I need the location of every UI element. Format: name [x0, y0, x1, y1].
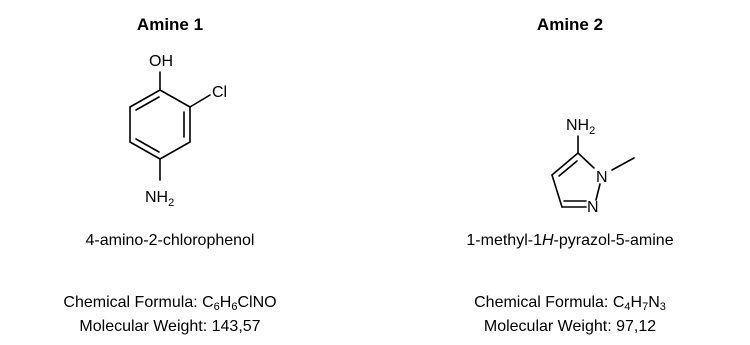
ring-bond-bottom-left — [129, 141, 161, 160]
name-prefix: 1-methyl-1 — [466, 232, 542, 249]
ring-bond-bottom-right — [159, 141, 191, 160]
amine-2-molecular-weight: Molecular Weight: 97,12 — [483, 318, 657, 335]
oh-label: OH — [149, 53, 173, 70]
formula-h-count: 7 — [642, 301, 649, 313]
ring-bond-c3-c4 — [551, 174, 563, 208]
amine-1-structure: OH Cl NH2 — [40, 40, 300, 225]
formula-c-count: 6 — [213, 301, 220, 313]
amine-1-panel: Amine 1 OH Cl NH2 4-amino-2-chlorophenol… — [40, 0, 300, 345]
amine-2-structure-svg: NH2 N N — [551, 117, 635, 216]
amine-2-structure: NH2 N N — [400, 40, 740, 225]
formula-h-count: 6 — [231, 301, 238, 313]
ring-bond-top-left — [129, 89, 161, 108]
formula-label: Chemical Formula: — [474, 294, 613, 311]
formula-n: N — [648, 294, 660, 311]
formula-label: Chemical Formula: — [63, 294, 203, 311]
bond-to-cl — [189, 94, 211, 108]
amine-2-formula: Chemical Formula: C4H7N3 — [400, 294, 740, 313]
nh2-label: NH2 — [145, 189, 174, 209]
amine-1-structure-svg: OH Cl NH2 — [129, 53, 227, 209]
n2-label: N — [587, 199, 599, 216]
nh2-label: NH2 — [566, 117, 595, 137]
nh-text: NH — [566, 117, 589, 134]
ring-bond-c5-n1 — [577, 152, 595, 169]
nh-text: NH — [145, 189, 168, 206]
formula-h: H — [219, 294, 232, 311]
formula-rest: ClNO — [237, 294, 277, 311]
ring-double-bond-top-left — [135, 96, 160, 111]
name-suffix: -pyrazol-5-amine — [553, 232, 674, 249]
ring-bond-c4-c5 — [551, 152, 579, 176]
amine-2-heading: Amine 2 — [536, 15, 604, 34]
amine-1-name: 4-amino-2-chlorophenol — [85, 232, 255, 249]
ring-bond-n1-n2 — [595, 183, 601, 201]
formula-c: C — [202, 294, 214, 311]
n1-label: N — [596, 169, 608, 186]
nh-subscript: 2 — [168, 197, 174, 209]
formula-n-count: 3 — [659, 301, 666, 313]
ring-bond-double-c4-c5 — [558, 160, 578, 177]
cl-label: Cl — [212, 84, 227, 101]
name-italic: H — [541, 232, 554, 249]
amine-1-heading: Amine 1 — [136, 15, 204, 34]
nh-subscript: 2 — [589, 125, 595, 137]
amine-1-formula: Chemical Formula: C6H6ClNO — [40, 294, 300, 313]
formula-c: C — [612, 294, 625, 311]
ring-bond-top-right — [159, 89, 191, 108]
amine-1-molecular-weight: Molecular Weight: 143,57 — [79, 318, 261, 335]
amine-2-name: 1-methyl-1H-pyrazol-5-amine — [400, 232, 740, 250]
bond-to-methyl — [611, 157, 635, 171]
amine-2-panel: Amine 2 NH2 N N 1-methyl-1H-pyrazol-5-am… — [400, 0, 740, 345]
formula-c-count: 4 — [624, 301, 631, 313]
ring-double-bond-bottom-left — [135, 138, 160, 153]
formula-h: H — [630, 294, 643, 311]
